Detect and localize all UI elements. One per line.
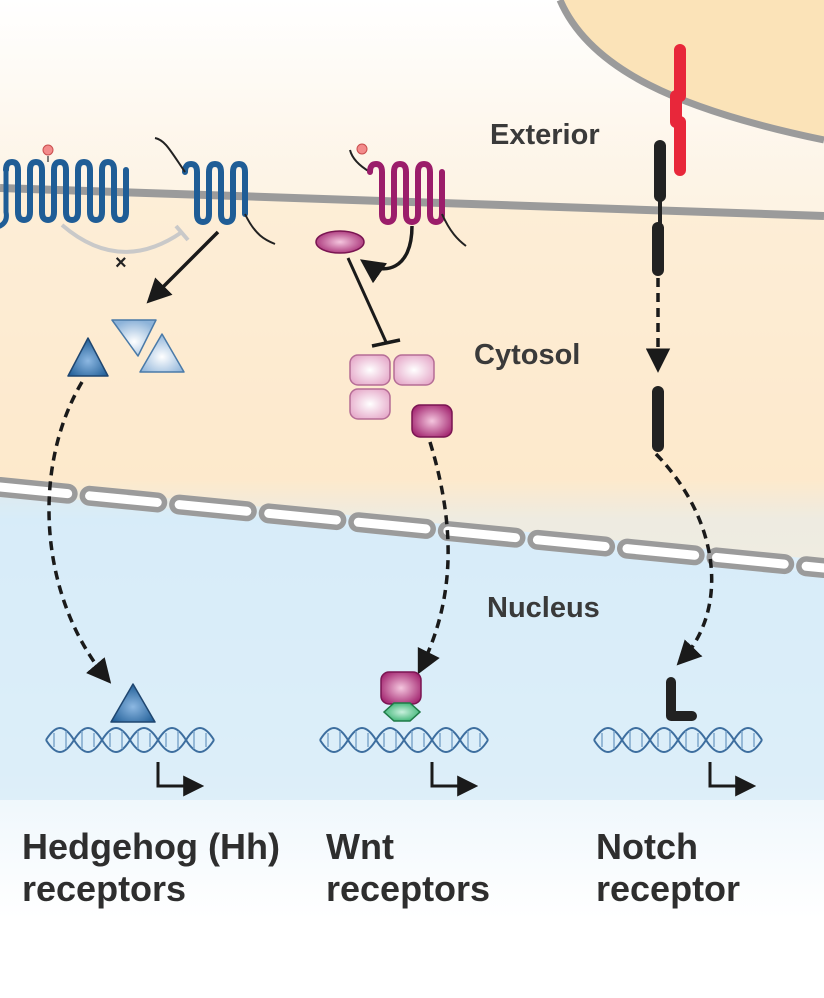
- wnt-caption-line1: Wnt: [326, 826, 394, 867]
- nucleus-region: [0, 492, 824, 800]
- frizzled-activation-arrow: [359, 225, 414, 284]
- transcription-arrow-wnt: [430, 762, 479, 797]
- blocked-x-mark: ×: [115, 252, 127, 274]
- hedgehog-pathway: ×: [0, 137, 276, 723]
- wnt-pathway: [315, 143, 467, 722]
- nicd-translocation-arrow: [654, 452, 714, 666]
- destruction-complex-block-1: [349, 354, 391, 386]
- notch-caption-line2: receptor: [596, 868, 741, 909]
- dishevelled-inhibition-line: [346, 257, 388, 343]
- delta-ligand: [670, 44, 686, 176]
- gli-light-triangle-2: [139, 333, 185, 373]
- gli-nuclear-triangle: [110, 683, 156, 723]
- beta-catenin: [411, 404, 453, 438]
- beta-catenin-translocation-arrow: [417, 441, 450, 675]
- smoothened-c-terminus: [244, 213, 276, 245]
- notch-pathway: [645, 44, 714, 721]
- smoothened-n-terminus: [154, 137, 186, 173]
- destruction-complex-block-3: [349, 388, 391, 420]
- dna-helix-hedgehog: [45, 727, 215, 753]
- transcription-arrow-notch: [708, 762, 757, 797]
- wnt-ligand: [356, 143, 368, 155]
- gli-light-triangle-1: [111, 319, 157, 357]
- frizzled-c-terminus: [441, 213, 467, 247]
- dishevelled-inhibition-bar: [371, 338, 401, 348]
- smoothened-receptor: [182, 160, 248, 226]
- nucleus-label: Nucleus: [487, 592, 600, 624]
- plasma-membrane: [0, 184, 824, 220]
- wnt-caption: Wnt receptors: [326, 826, 490, 910]
- smoothened-activation-arrow: [146, 230, 220, 304]
- dna-helix-notch: [593, 727, 763, 753]
- notch-caption-line1: Notch: [596, 826, 698, 867]
- tcf-transcription-factor: [382, 702, 422, 722]
- frizzled-receptor: [367, 160, 445, 226]
- hedgehog-ligand: [42, 144, 54, 156]
- neighbor-cell: [560, 0, 824, 140]
- patched-receptor: [0, 158, 129, 229]
- cytosol-label: Cytosol: [474, 339, 580, 371]
- notch-caption: Notch receptor: [596, 826, 740, 910]
- nuclear-envelope-inner: [0, 482, 824, 573]
- wnt-caption-line2: receptors: [326, 868, 491, 909]
- hedgehog-caption-line2: receptors: [22, 868, 187, 909]
- gli-dark-triangle: [67, 337, 109, 377]
- beta-catenin-nuclear: [380, 671, 422, 705]
- neighbor-cell-membrane: [556, 0, 824, 144]
- exterior-label: Exterior: [490, 119, 600, 151]
- destruction-complex-block-2: [393, 354, 435, 386]
- dna-helix-wnt: [319, 727, 489, 753]
- patched-inhibition-arc: [60, 223, 184, 254]
- gli-nuclear-translocation-arrow: [47, 381, 112, 684]
- transcription-arrow-hedgehog: [156, 762, 205, 797]
- nicd-nuclear: [666, 677, 697, 721]
- dishevelled: [315, 230, 365, 254]
- hedgehog-caption: Hedgehog (Hh) receptors: [22, 826, 280, 910]
- hedgehog-caption-line1: Hedgehog (Hh): [22, 826, 280, 867]
- patched-inhibition-bar: [174, 224, 190, 242]
